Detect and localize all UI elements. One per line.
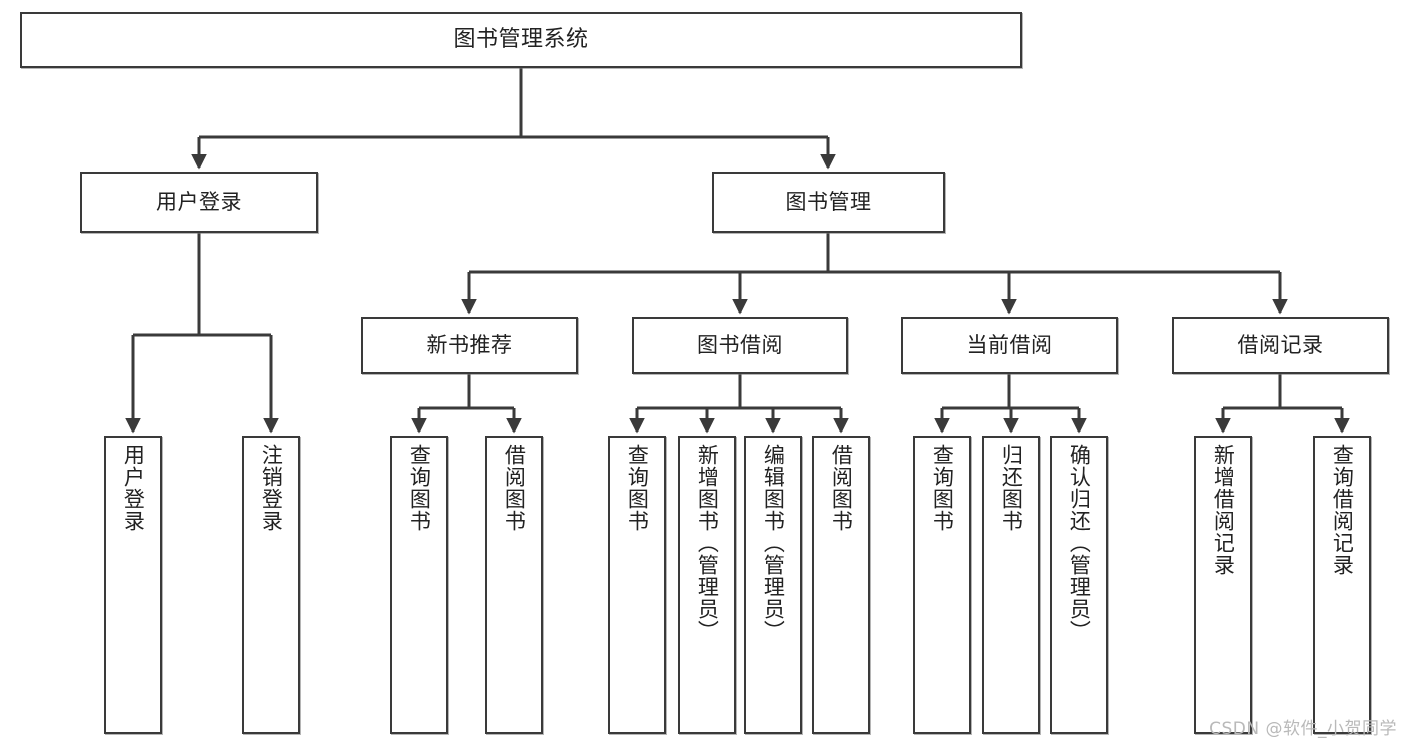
edges-current-borrow: [934, 374, 1087, 434]
edges-book-borrow: [629, 374, 849, 434]
node-current-borrow-label: 当前借阅: [966, 333, 1053, 358]
node-current-borrow[interactable]: 当前借阅: [901, 317, 1118, 374]
node-leaf-borrow-book-1[interactable]: 借阅图书: [485, 436, 543, 734]
edges-borrow-record: [1215, 374, 1350, 434]
node-leaf-query-record-label: 查询借阅记录: [1330, 444, 1355, 576]
node-leaf-query-book-1[interactable]: 查询图书: [390, 436, 448, 734]
node-leaf-edit-book-label: 编辑图书（管理员）: [761, 444, 786, 642]
node-leaf-logout-label: 注销登录: [259, 444, 284, 532]
node-leaf-borrow-book-2-label: 借阅图书: [829, 444, 854, 532]
node-leaf-query-book-1-label: 查询图书: [407, 444, 432, 532]
node-borrow-record[interactable]: 借阅记录: [1172, 317, 1389, 374]
node-leaf-confirm-return-label: 确认归还（管理员）: [1067, 444, 1092, 642]
node-book-manage[interactable]: 图书管理: [712, 172, 945, 233]
node-book-borrow[interactable]: 图书借阅: [632, 317, 848, 374]
edges-new-book-recommend: [411, 374, 522, 434]
node-root[interactable]: 图书管理系统: [20, 12, 1022, 68]
node-leaf-user-login-label: 用户登录: [121, 444, 146, 532]
watermark: CSDN @软件_小贺同学: [1209, 719, 1397, 739]
node-root-label: 图书管理系统: [453, 27, 589, 53]
node-new-book-recommend-label: 新书推荐: [426, 333, 513, 358]
node-leaf-add-book-label: 新增图书（管理员）: [695, 444, 720, 642]
node-book-manage-label: 图书管理: [785, 190, 872, 215]
node-leaf-confirm-return[interactable]: 确认归还（管理员）: [1050, 436, 1108, 734]
node-new-book-recommend[interactable]: 新书推荐: [361, 317, 578, 374]
node-borrow-record-label: 借阅记录: [1237, 333, 1324, 358]
edges-root: [191, 68, 836, 170]
node-user-login-label: 用户登录: [156, 190, 242, 215]
node-book-borrow-label: 图书借阅: [697, 333, 783, 358]
node-leaf-add-record[interactable]: 新增借阅记录: [1194, 436, 1252, 734]
edges-user-login: [125, 233, 279, 434]
node-user-login[interactable]: 用户登录: [80, 172, 318, 233]
node-leaf-query-record[interactable]: 查询借阅记录: [1313, 436, 1371, 734]
edges-book-manage: [461, 233, 1288, 315]
node-leaf-add-record-label: 新增借阅记录: [1211, 444, 1236, 576]
node-leaf-borrow-book-1-label: 借阅图书: [502, 444, 527, 532]
node-leaf-query-book-2-label: 查询图书: [625, 444, 650, 532]
node-leaf-return-book[interactable]: 归还图书: [982, 436, 1040, 734]
node-leaf-query-book-3-label: 查询图书: [930, 444, 955, 532]
node-leaf-borrow-book-2[interactable]: 借阅图书: [812, 436, 870, 734]
node-leaf-user-login[interactable]: 用户登录: [104, 436, 162, 734]
node-leaf-add-book[interactable]: 新增图书（管理员）: [678, 436, 736, 734]
node-leaf-logout[interactable]: 注销登录: [242, 436, 300, 734]
node-leaf-query-book-2[interactable]: 查询图书: [608, 436, 666, 734]
node-leaf-edit-book[interactable]: 编辑图书（管理员）: [744, 436, 802, 734]
node-leaf-query-book-3[interactable]: 查询图书: [913, 436, 971, 734]
node-leaf-return-book-label: 归还图书: [999, 444, 1024, 532]
